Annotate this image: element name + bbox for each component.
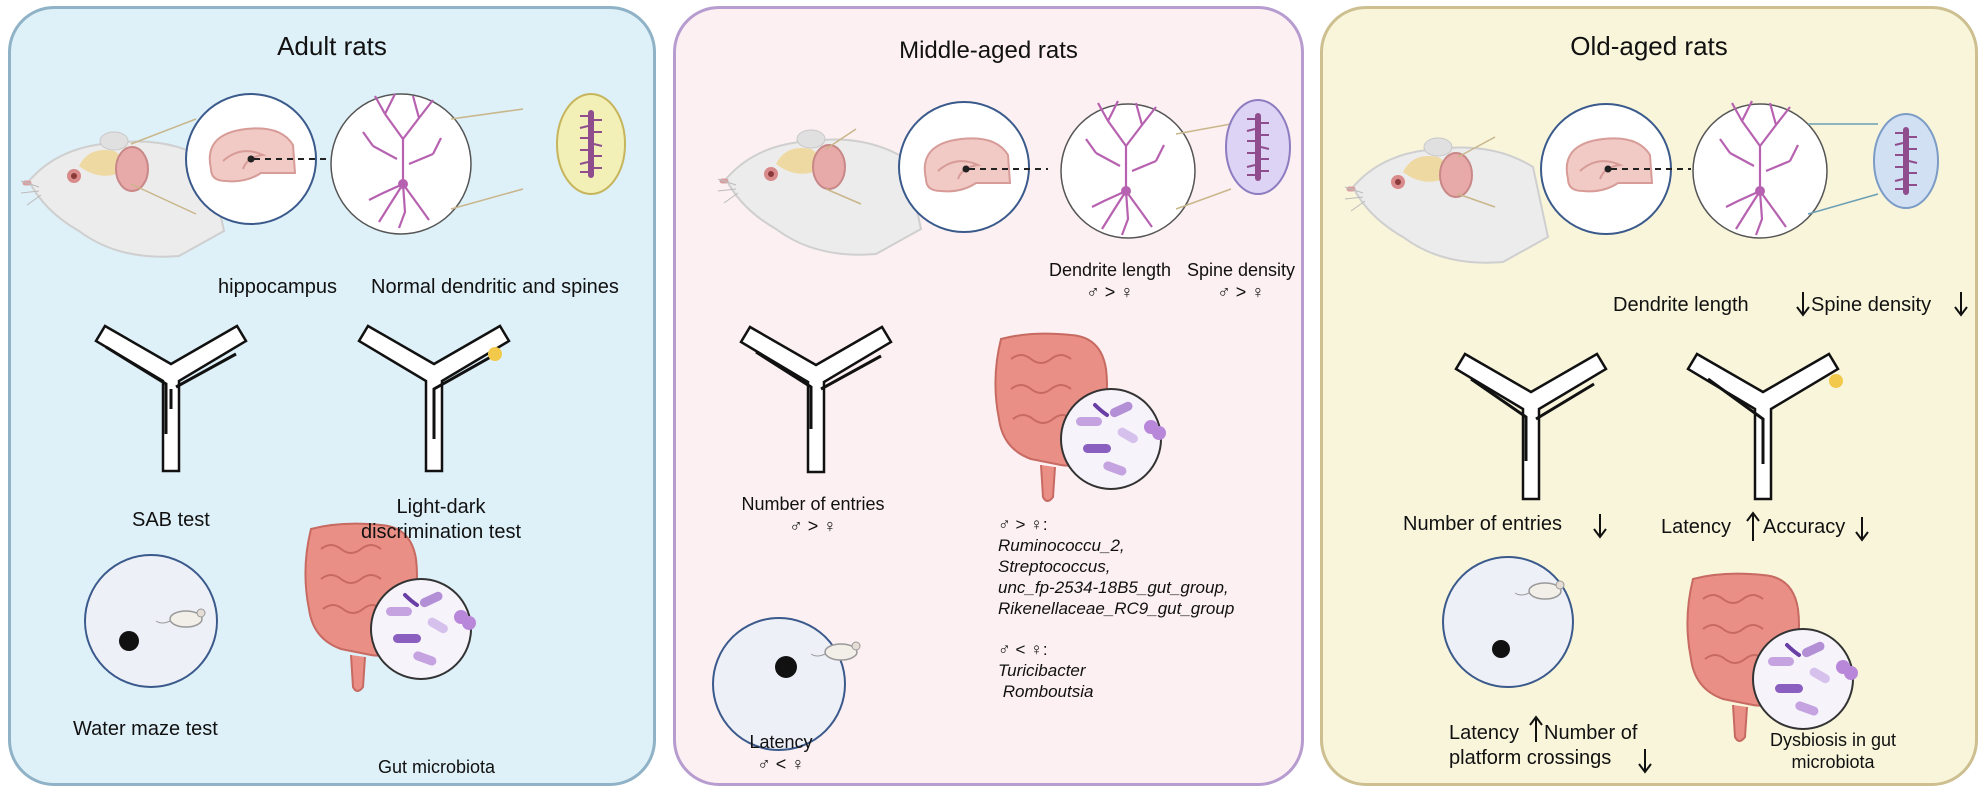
brain-icon	[923, 137, 1011, 193]
panel-old-aged-rats: Old-aged rats Dendrite length Spine dens…	[1320, 6, 1978, 786]
arrow-down-icon	[1796, 292, 1810, 317]
panel-title: Middle-aged rats	[899, 37, 1078, 64]
neuron-circle	[330, 93, 472, 235]
neuron-circle	[1060, 103, 1196, 239]
brain-icon	[208, 127, 296, 183]
taxa-male-greater: ♂ > ♀: Ruminococcu_2, Streptococcus, unc…	[998, 515, 1235, 618]
adult-illustrations	[11, 92, 626, 693]
label-water-maze: Water maze test	[73, 718, 218, 740]
panel-title: Old-aged rats	[1570, 31, 1728, 61]
label-accuracy: Accuracy	[1763, 516, 1846, 538]
label-sab-test: SAB test	[132, 509, 210, 531]
arrow-down-icon	[1954, 292, 1968, 317]
panel-adult-rats: Adult rats hippocampus Normal dendritic …	[8, 6, 656, 786]
label-number-of-entries: Number of entries♂ > ♀	[741, 494, 885, 536]
gut-microbiota-icon	[1685, 571, 1860, 743]
old-illustrations	[1323, 99, 1968, 774]
gut-microbiota-icon	[993, 331, 1168, 503]
arrow-down-icon	[1638, 749, 1652, 774]
label-hippocampus: hippocampus	[218, 276, 337, 298]
water-maze-pool	[84, 554, 218, 688]
label-dendrite-length: Dendrite length	[1613, 294, 1749, 316]
platform-icon	[775, 656, 797, 678]
water-maze-pool	[712, 617, 846, 751]
label-latency: Latency♂ < ♀	[749, 732, 813, 774]
panel-middle-aged-rats: Middle-aged rats Dendrite length♂ > ♀ Sp…	[673, 6, 1304, 786]
label-spine-density: Spine density	[1811, 294, 1932, 316]
rat-head-icon	[1345, 138, 1548, 263]
gut-microbiota-icon	[303, 521, 478, 693]
label-gut-microbiota: Gut microbiota	[378, 757, 496, 777]
brain-icon	[1565, 137, 1653, 193]
arrow-up-icon	[1746, 511, 1760, 541]
water-maze-pool	[1442, 556, 1574, 688]
label-number-of: Number of	[1544, 722, 1638, 744]
platform-icon	[119, 631, 139, 651]
label-spine-density: Spine density♂ > ♀	[1186, 260, 1296, 302]
label-wm-latency: Latency	[1449, 722, 1520, 744]
platform-icon	[1492, 640, 1510, 658]
taxa-male-less: ♂ < ♀: Turicibacter Romboutsia	[998, 640, 1094, 701]
arrow-up-icon	[1529, 715, 1543, 742]
label-number-of-entries: Number of entries	[1403, 513, 1562, 535]
sab-ymaze-icon	[1454, 352, 1608, 501]
middle-illustrations	[712, 99, 1291, 751]
label-platform-crossings: platform crossings	[1449, 747, 1612, 769]
light-spot-icon	[488, 347, 502, 361]
label-latency: Latency	[1661, 516, 1732, 538]
label-dendrite-length: Dendrite length♂ > ♀	[1048, 260, 1172, 302]
rat-head-icon	[718, 130, 921, 255]
panel-title: Adult rats	[277, 31, 387, 61]
sab-ymaze-icon	[739, 325, 893, 474]
arrow-down-icon	[1855, 517, 1869, 542]
arrow-down-icon	[1593, 514, 1607, 539]
light-spot-icon	[1829, 374, 1843, 388]
label-normal-dendritic: Normal dendritic and spines	[371, 276, 619, 298]
